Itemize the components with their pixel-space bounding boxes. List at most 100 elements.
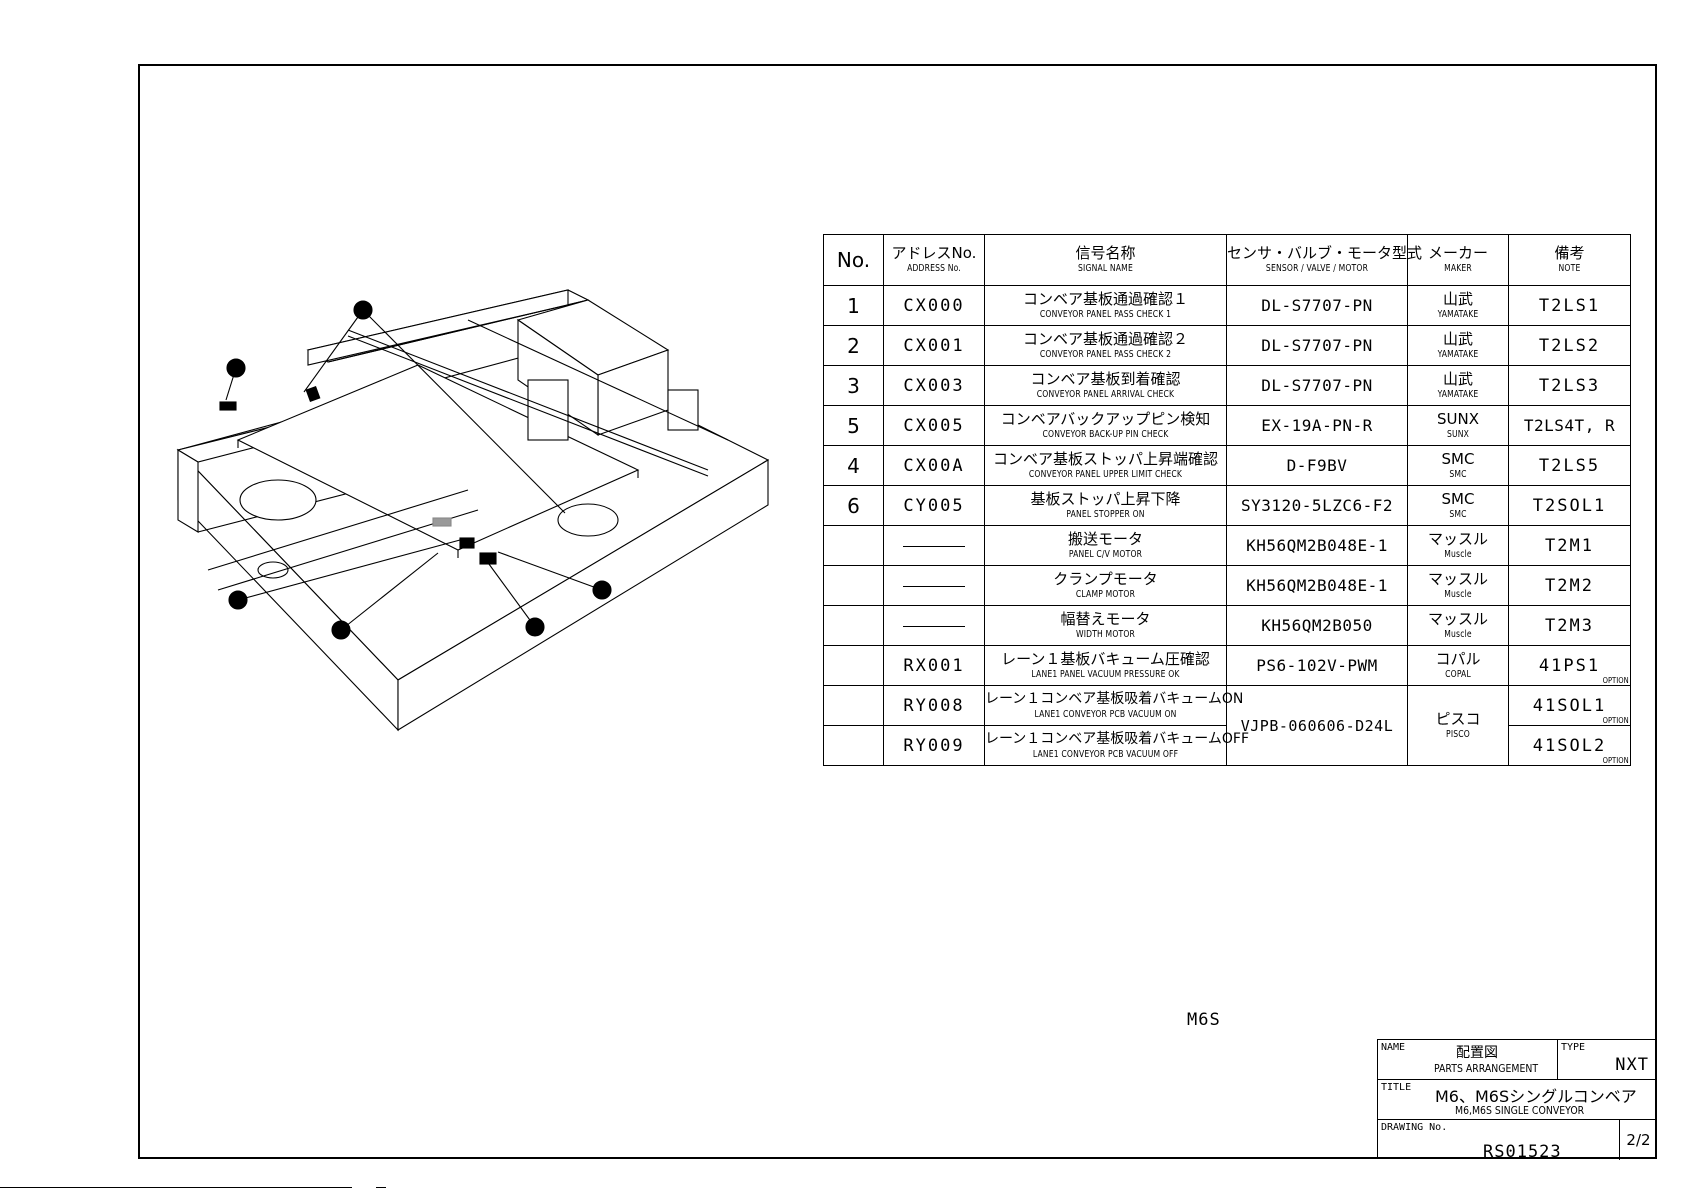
row-note: T2LS2 <box>1508 325 1631 366</box>
row-note: T2LS3 <box>1508 365 1631 406</box>
row-address-empty <box>883 565 985 606</box>
header-note: 備考 NOTE <box>1508 234 1631 286</box>
header-address: アドレスNo. ADDRESS No. <box>883 234 985 286</box>
row-address: RY008 <box>883 685 985 726</box>
row-model: DL-S7707-PN <box>1226 285 1408 326</box>
row-note: T2M2 <box>1508 565 1631 606</box>
row-no: 4 <box>823 445 884 486</box>
row-model: KH56QM2B048E-1 <box>1226 565 1408 606</box>
row-address-empty <box>883 605 985 646</box>
row-no <box>823 725 884 766</box>
bottom-edge-line <box>0 1187 352 1188</box>
header-no: No. <box>823 234 884 286</box>
row-no <box>823 685 884 726</box>
row-note: T2SOL1 <box>1508 485 1631 526</box>
row-address: CX005 <box>883 405 985 446</box>
tb-drawing-label: DRAWING No. <box>1381 1122 1448 1133</box>
row-no <box>823 565 884 606</box>
tb-name-en: PARTS ARRANGEMENT <box>1434 1062 1539 1075</box>
row-address: CX000 <box>883 285 985 326</box>
empty-dash <box>903 546 965 547</box>
row-no: 6 <box>823 485 884 526</box>
row-no <box>823 525 884 566</box>
drawing-frame <box>138 64 1657 1159</box>
tb-name-cell: NAME 配置図 PARTS ARRANGEMENT <box>1378 1040 1558 1080</box>
tb-sheet-number: 2/2 <box>1619 1120 1657 1160</box>
row-address: CY005 <box>883 485 985 526</box>
title-block: NAME 配置図 PARTS ARRANGEMENT TYPE NXT TITL… <box>1377 1039 1657 1162</box>
tb-title-label: TITLE <box>1381 1082 1412 1093</box>
row-address-empty <box>883 525 985 566</box>
tb-type-value: NXT <box>1615 1055 1649 1075</box>
row-note: T2LS1 <box>1508 285 1631 326</box>
row-note: T2M1 <box>1508 525 1631 566</box>
tb-title-cell: TITLE M6、M6Sシングルコンベア M6,M6S SINGLE CONVE… <box>1378 1080 1657 1120</box>
table-header-row: No. アドレスNo. ADDRESS No. 信号名称 SIGNAL NAME… <box>823 234 1631 286</box>
parts-table: No. アドレスNo. ADDRESS No. 信号名称 SIGNAL NAME… <box>823 234 1631 766</box>
tb-type-cell: TYPE NXT <box>1558 1040 1657 1080</box>
tb-title-jp: M6、M6Sシングルコンベア <box>1435 1087 1637 1106</box>
option-label: OPTION <box>1602 716 1629 725</box>
tb-type-label: TYPE <box>1561 1042 1586 1053</box>
row-note: 41SOL1 <box>1532 695 1607 716</box>
tb-drawing-cell: DRAWING No. RS01523 2/2 <box>1378 1120 1657 1162</box>
row-model: KH56QM2B050 <box>1226 605 1408 646</box>
empty-dash <box>903 626 965 627</box>
tb-name-jp: 配置図 <box>1456 1045 1498 1061</box>
row-model: DL-S7707-PN <box>1226 365 1408 406</box>
row-model: VJPB-060606-D24L <box>1226 685 1408 766</box>
option-label: OPTION <box>1602 756 1629 765</box>
tb-name-label: NAME <box>1381 1042 1406 1053</box>
row-address: CX003 <box>883 365 985 406</box>
row-note: T2LS5 <box>1508 445 1631 486</box>
row-no <box>823 645 884 686</box>
row-note: T2M3 <box>1508 605 1631 646</box>
row-model: PS6-102V-PWM <box>1226 645 1408 686</box>
row-note: 41SOL2 <box>1532 735 1607 756</box>
tb-title-en: M6,M6S SINGLE CONVEYOR <box>1455 1104 1585 1117</box>
header-sensor: センサ・バルブ・モータ型式 SENSOR / VALVE / MOTOR <box>1226 234 1422 286</box>
row-address: RY009 <box>883 725 985 766</box>
row-model: KH56QM2B048E-1 <box>1226 525 1408 566</box>
row-no <box>823 605 884 646</box>
bottom-edge-tick <box>376 1187 386 1188</box>
row-no: 2 <box>823 325 884 366</box>
header-signal-name: 信号名称 SIGNAL NAME <box>984 234 1227 286</box>
row-model: DL-S7707-PN <box>1226 325 1408 366</box>
row-address: CX001 <box>883 325 985 366</box>
conveyor-illustration <box>168 289 778 732</box>
